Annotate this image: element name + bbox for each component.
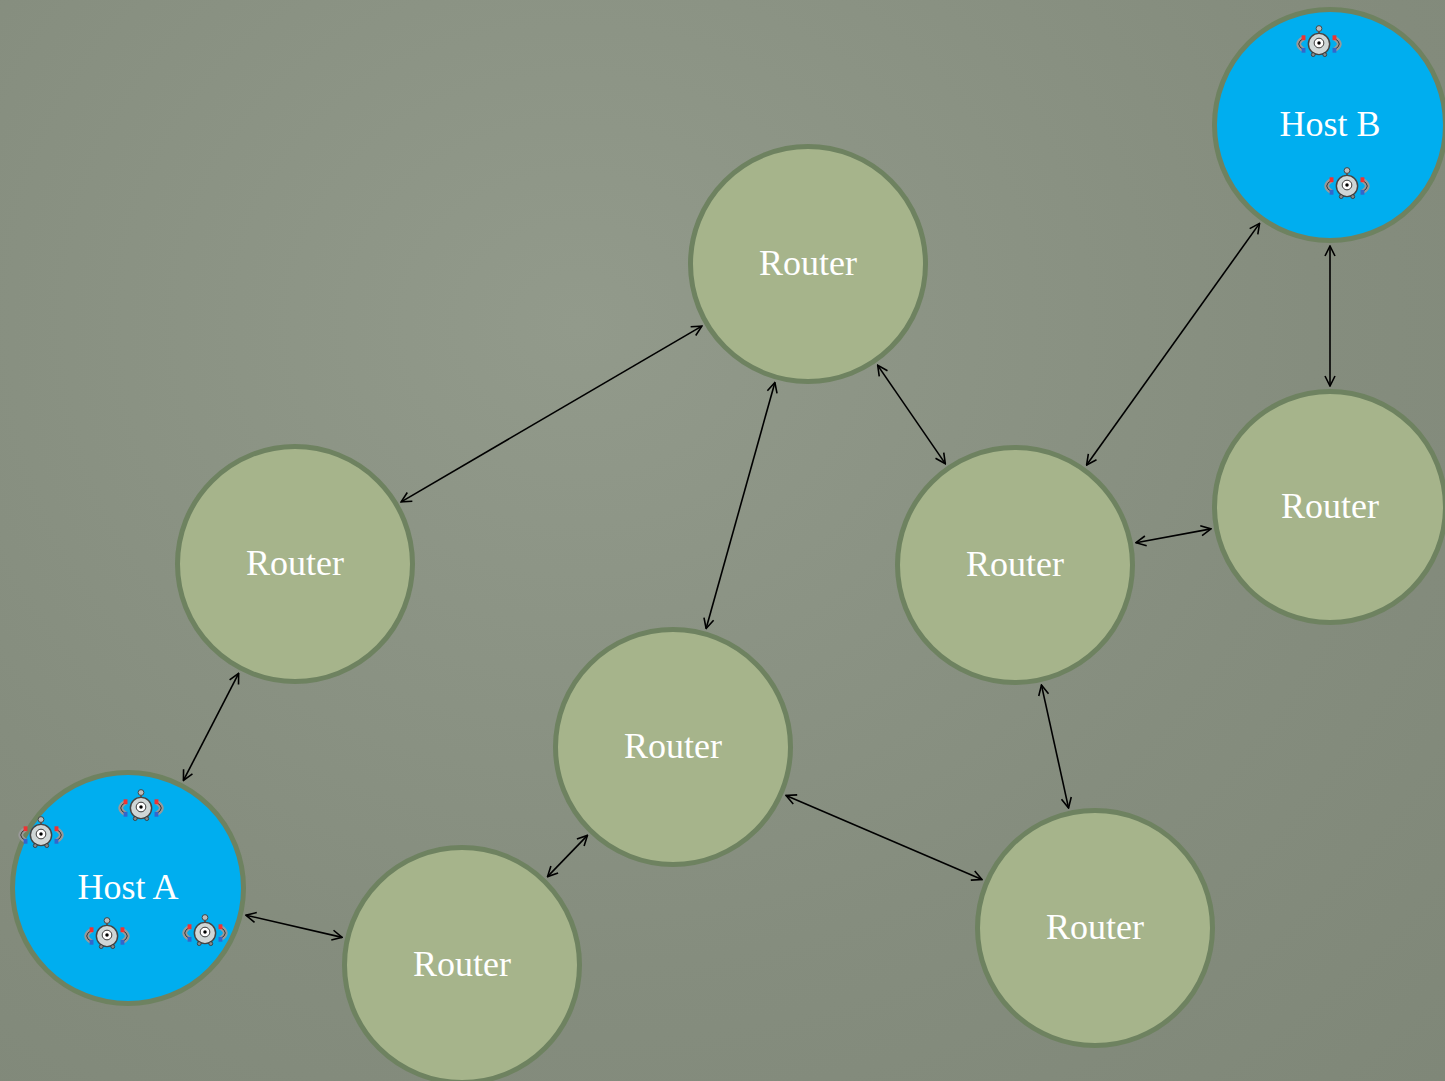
host-circle: Host B	[1212, 7, 1445, 243]
link-arrow	[706, 382, 775, 628]
node-label: Host A	[77, 868, 178, 908]
link-arrow	[1041, 685, 1068, 808]
node-label: Router	[246, 544, 344, 584]
node-label: Router	[413, 945, 511, 985]
router-circle: Router	[342, 845, 582, 1081]
link-arrow	[183, 673, 238, 780]
router-circle: Router	[975, 808, 1215, 1048]
link-arrow	[878, 365, 946, 463]
router-circle: Router	[688, 144, 928, 384]
link-arrow	[401, 326, 702, 502]
magnemite-sprite	[1299, 26, 1340, 57]
node-label: Router	[1046, 908, 1144, 948]
link-arrow	[1087, 223, 1260, 465]
magnemite-sprite	[1327, 168, 1368, 199]
magnemite-sprite	[185, 915, 226, 946]
router-circle: Router	[175, 444, 415, 684]
router-circle: Router	[1212, 389, 1445, 625]
router-circle: Router	[895, 445, 1135, 685]
host-circle: Host A	[10, 770, 246, 1006]
magnemite-sprite	[87, 918, 128, 949]
magnemite-sprite	[21, 817, 62, 848]
router-circle: Router	[553, 627, 793, 867]
node-label: Router	[759, 244, 857, 284]
node-label: Router	[966, 545, 1064, 585]
link-arrow	[548, 835, 588, 876]
node-label: Router	[624, 727, 722, 767]
link-arrow	[1329, 246, 1331, 386]
link-arrow	[786, 795, 982, 879]
magnemite-sprite	[121, 790, 162, 821]
link-arrow	[246, 915, 342, 937]
node-label: Host B	[1279, 105, 1380, 145]
link-arrow	[1136, 529, 1211, 543]
node-label: Router	[1281, 487, 1379, 527]
